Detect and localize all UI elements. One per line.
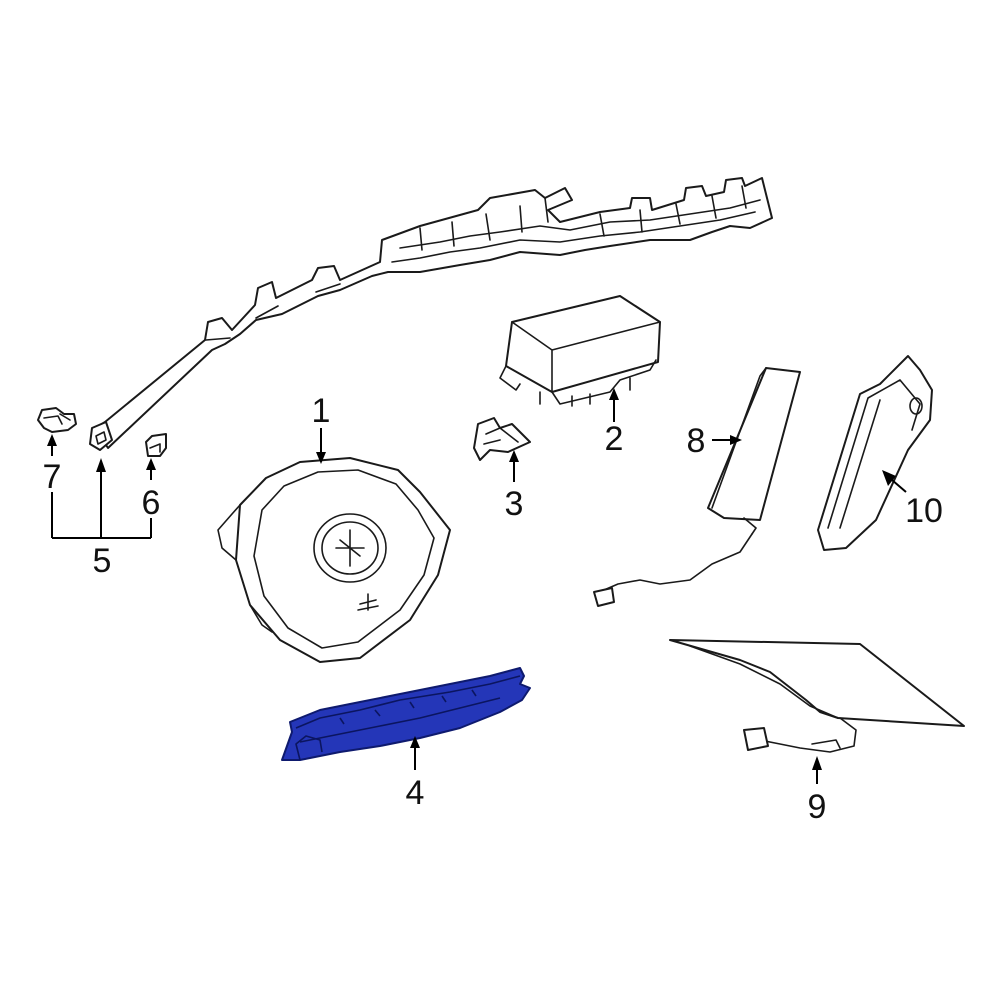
clip-7[interactable] bbox=[37, 407, 77, 433]
callout-10: 10 bbox=[905, 492, 943, 530]
callout-5: 5 bbox=[93, 542, 112, 580]
callout-6: 6 bbox=[142, 484, 161, 522]
callout-7: 7 bbox=[43, 458, 62, 496]
callout-8: 8 bbox=[687, 422, 706, 460]
knee-airbag-highlighted[interactable] bbox=[281, 667, 531, 761]
leader-lines bbox=[47, 388, 907, 784]
passenger-airbag[interactable] bbox=[499, 295, 661, 407]
seat-cushion-airbag[interactable] bbox=[669, 639, 965, 753]
curtain-airbag[interactable] bbox=[89, 177, 773, 451]
callout-labels: 1 2 3 4 5 6 7 8 9 10 bbox=[43, 392, 943, 826]
callout-1: 1 bbox=[312, 392, 331, 430]
seat-side-module[interactable] bbox=[817, 355, 933, 551]
callout-4: 4 bbox=[406, 774, 425, 812]
callout-9: 9 bbox=[808, 788, 827, 826]
callout-3: 3 bbox=[505, 485, 524, 523]
clip-6[interactable] bbox=[145, 433, 167, 457]
side-airbag[interactable] bbox=[593, 367, 801, 607]
callout-2: 2 bbox=[605, 420, 624, 458]
sensor-bracket[interactable] bbox=[473, 417, 531, 461]
driver-airbag[interactable] bbox=[217, 457, 451, 663]
